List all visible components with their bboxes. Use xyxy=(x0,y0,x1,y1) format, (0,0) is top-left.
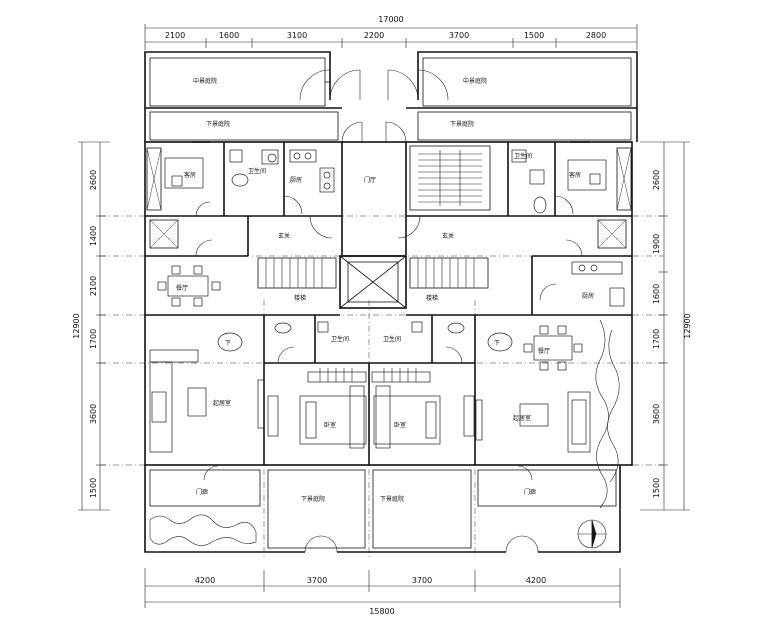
upper-left-yard-label: 下景庭院 xyxy=(206,120,230,128)
top-dim-1: 2100 xyxy=(165,31,185,40)
right-kitchen-label: 厨房 xyxy=(582,292,594,300)
right-living-label: 起居室 xyxy=(513,414,531,422)
left-dim-6: 1500 xyxy=(89,478,98,498)
left-foyer-label: 玄关 xyxy=(278,232,290,240)
top-dim-4: 2200 xyxy=(364,31,384,40)
top-dim-7: 2800 xyxy=(586,31,606,40)
left-dining-label: 餐厅 xyxy=(176,284,188,292)
left-master-label: 卧室 xyxy=(324,421,336,429)
living-bedroom-furniture xyxy=(149,349,591,453)
left-dim-5: 3600 xyxy=(89,404,98,424)
left-dim-2: 1400 xyxy=(89,226,98,246)
hall-label: 门厅 xyxy=(364,176,376,184)
foyer-doors xyxy=(195,215,583,257)
dining-kitchen-furniture xyxy=(157,261,625,307)
left-bath-label: 卫生间 xyxy=(248,167,266,175)
mid-bath-right-label: 卫生间 xyxy=(383,335,401,343)
bottom-left-porch-label: 门廊 xyxy=(196,488,208,496)
right-total-dim: 12900 xyxy=(683,313,692,338)
left-dim-4: 1700 xyxy=(89,329,98,349)
left-dim-1: 2600 xyxy=(89,170,98,190)
top-yard-block: 中景庭院 中景庭院 下景庭院 下景庭院 xyxy=(144,51,638,143)
top-dim-6: 1500 xyxy=(524,31,544,40)
bottom-mid-right-yard-label: 下景庭院 xyxy=(380,495,404,503)
left-bedroom-label: 客房 xyxy=(184,171,196,179)
right-dimension-chain: 2600 1900 1600 1700 3600 1500 12900 xyxy=(640,141,692,511)
right-down-label: 下 xyxy=(494,340,500,347)
top-left-yard-label: 中景庭院 xyxy=(193,77,217,85)
right-dim-1: 2600 xyxy=(652,170,661,190)
bottom-mid-left-yard-label: 下景庭院 xyxy=(301,495,325,503)
left-kitchen-label: 厨房 xyxy=(290,176,302,184)
top-dimension-chain: 17000 2100 1600 3100 2200 3700 1500 2800 xyxy=(144,15,638,50)
right-foyer-label: 玄关 xyxy=(442,232,454,240)
bottom-porch-row xyxy=(144,319,621,553)
middle-row-furniture xyxy=(217,321,583,371)
top-dim-5: 3700 xyxy=(449,31,469,40)
bottom-total-dim: 15800 xyxy=(369,607,394,616)
mid-bath-left-label: 卫生间 xyxy=(331,335,349,343)
left-stair-label: 楼梯 xyxy=(294,294,306,302)
axis-lines xyxy=(100,215,664,560)
left-dimension-chain: 2600 1400 2100 1700 3600 1500 12900 xyxy=(72,141,110,511)
bottom-right-porch-label: 门廊 xyxy=(524,488,536,496)
bottom-dim-1: 4200 xyxy=(195,576,215,585)
right-dim-3: 1600 xyxy=(652,284,661,304)
top-total-dim: 17000 xyxy=(378,15,403,24)
left-total-dim: 12900 xyxy=(72,313,81,338)
building-walls xyxy=(144,141,633,466)
right-dining-label: 餐厅 xyxy=(538,347,550,355)
upper-right-yard-label: 下景庭院 xyxy=(450,120,474,128)
right-bedroom-label: 客房 xyxy=(569,171,581,179)
window-hatches xyxy=(146,141,632,249)
right-bath-label: 卫生间 xyxy=(514,152,532,160)
stairs-middle xyxy=(257,257,489,289)
left-dim-3: 2100 xyxy=(89,276,98,296)
right-dim-2: 1900 xyxy=(652,234,661,254)
right-master-label: 卧室 xyxy=(394,421,406,429)
right-dim-4: 1700 xyxy=(652,329,661,349)
right-dim-6: 1500 xyxy=(652,478,661,498)
top-right-yard-label: 中景庭院 xyxy=(463,77,487,85)
left-down-label: 下 xyxy=(225,340,231,347)
bottom-dim-2: 3700 xyxy=(307,576,327,585)
left-living-label: 起居室 xyxy=(213,399,231,407)
top-dim-3: 3100 xyxy=(287,31,307,40)
bottom-dim-3: 3700 xyxy=(412,576,432,585)
bottom-dim-4: 4200 xyxy=(526,576,546,585)
bottom-dimension-chain: 4200 3700 3700 4200 15800 xyxy=(144,568,621,616)
right-stair-label: 楼梯 xyxy=(426,294,438,302)
top-dim-2: 1600 xyxy=(219,31,239,40)
right-dim-5: 3600 xyxy=(652,404,661,424)
upper-rooms-furniture xyxy=(164,145,607,217)
room-labels: 客房 卫生间 厨房 门厅 卫生间 客房 玄关 玄关 餐厅 厨房 楼梯 楼梯 下 … xyxy=(176,152,594,503)
